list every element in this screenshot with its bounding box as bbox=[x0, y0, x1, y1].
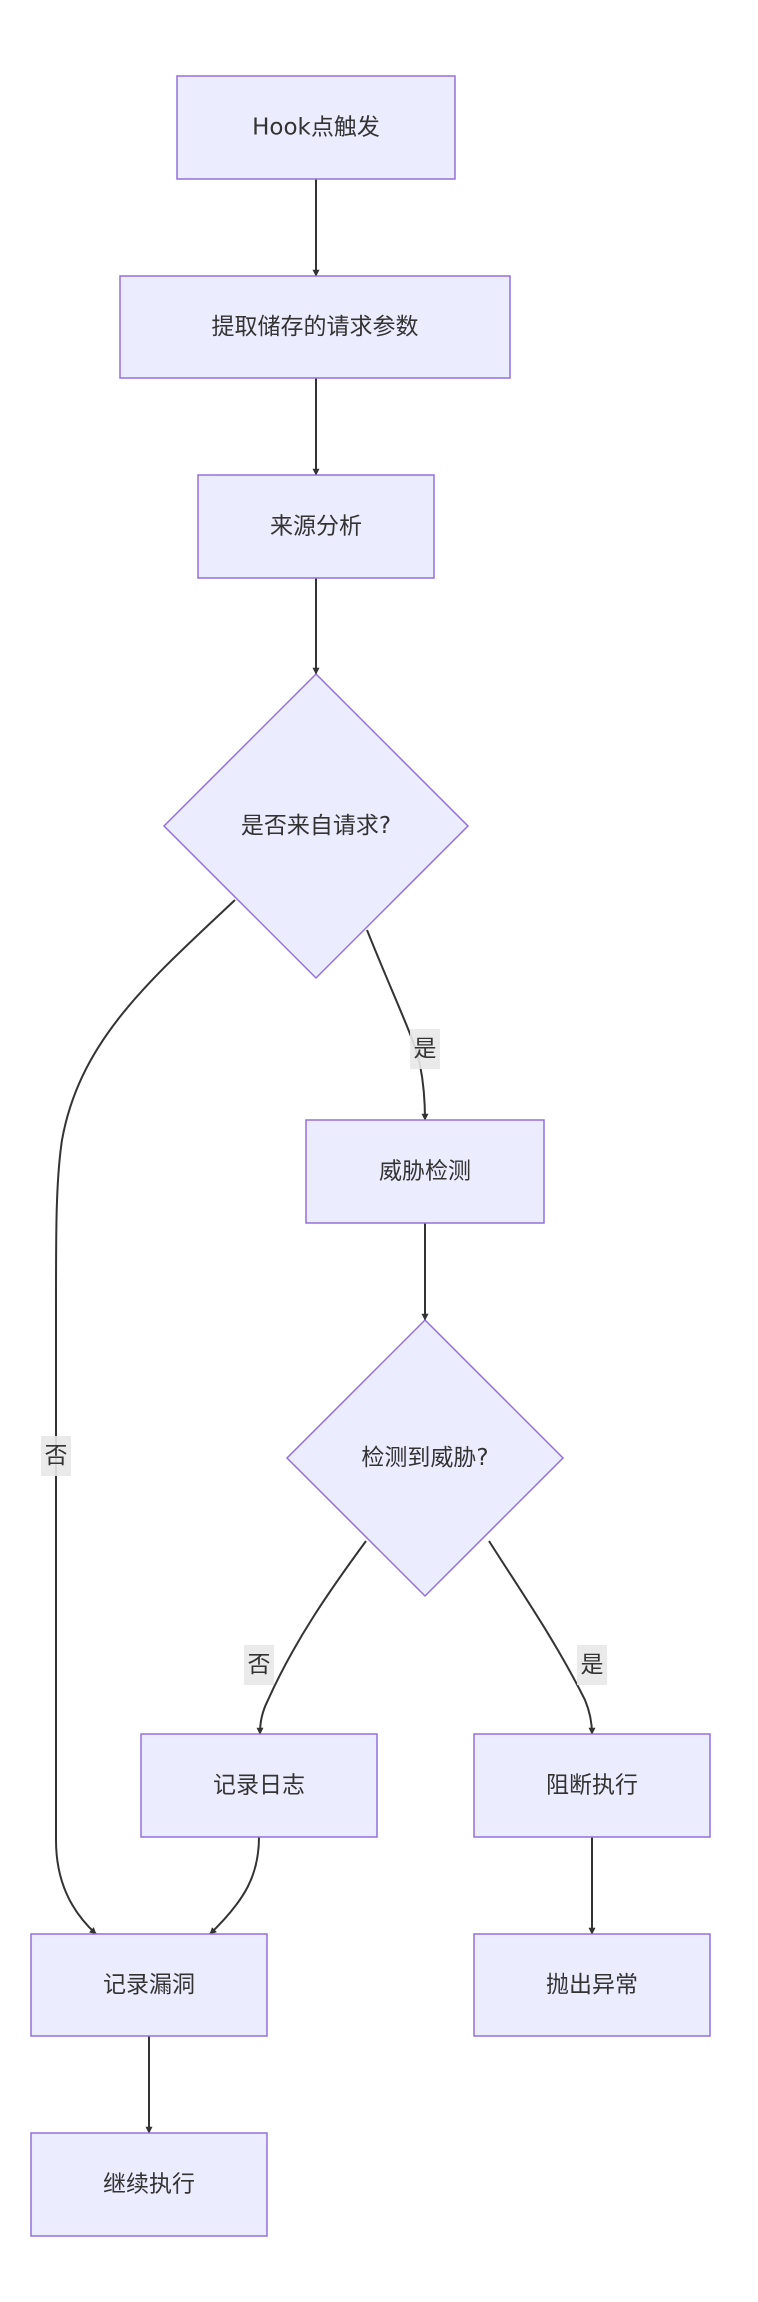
node-label: 威胁检测 bbox=[379, 1159, 471, 1185]
edge-label-background bbox=[41, 1436, 71, 1476]
edge-d-to-e bbox=[366, 929, 429, 1121]
rect-shape bbox=[473, 1733, 711, 1838]
rect-shape bbox=[30, 1933, 268, 2037]
edge-d-to-i bbox=[55, 899, 236, 1935]
process-node-e: 威胁检测 bbox=[305, 1119, 545, 1224]
rect-shape bbox=[119, 275, 511, 379]
edge-label-background bbox=[244, 1645, 274, 1685]
node-label: 检测到威胁? bbox=[361, 1445, 488, 1471]
process-node-k: 继续执行 bbox=[30, 2132, 268, 2237]
process-node-i: 记录漏洞 bbox=[30, 1933, 268, 2037]
diamond-shape bbox=[285, 1318, 565, 1598]
node-label: 记录漏洞 bbox=[103, 1972, 195, 1998]
process-node-c: 来源分析 bbox=[197, 474, 435, 579]
node-label: 继续执行 bbox=[103, 2172, 195, 2198]
decision-node-d: 是否来自请求? bbox=[162, 672, 470, 980]
edge-label: 是 bbox=[577, 1645, 607, 1685]
edge-f-to-g bbox=[256, 1540, 367, 1735]
rect-shape bbox=[197, 474, 435, 579]
edge-label: 是 bbox=[410, 1029, 440, 1069]
rect-shape bbox=[140, 1733, 378, 1838]
node-label: 来源分析 bbox=[270, 514, 362, 540]
edge-labels: 是否否是 bbox=[41, 1029, 607, 1685]
node-label: 提取储存的请求参数 bbox=[212, 314, 419, 340]
edge-label-background bbox=[577, 1645, 607, 1685]
process-node-b: 提取储存的请求参数 bbox=[119, 275, 511, 379]
diamond-shape bbox=[162, 672, 470, 980]
rect-shape bbox=[473, 1933, 711, 2037]
process-node-j: 抛出异常 bbox=[473, 1933, 711, 2037]
process-node-a: Hook点触发 bbox=[176, 75, 456, 180]
process-node-h: 阻断执行 bbox=[473, 1733, 711, 1838]
edge-label: 否 bbox=[41, 1436, 71, 1476]
rect-shape bbox=[176, 75, 456, 180]
process-node-g: 记录日志 bbox=[140, 1733, 378, 1838]
edge-label-text: 否 bbox=[248, 1652, 271, 1678]
node-label: Hook点触发 bbox=[252, 115, 380, 141]
rect-shape bbox=[30, 2132, 268, 2237]
rect-shape bbox=[305, 1119, 545, 1224]
node-label: 记录日志 bbox=[213, 1773, 305, 1799]
node-label: 是否来自请求? bbox=[241, 813, 391, 839]
edge-f-to-h bbox=[488, 1540, 596, 1735]
decision-node-f: 检测到威胁? bbox=[285, 1318, 565, 1598]
edge-label-text: 是 bbox=[581, 1652, 604, 1678]
edges bbox=[55, 179, 596, 2134]
edge-label-text: 是 bbox=[414, 1036, 437, 1062]
node-label: 阻断执行 bbox=[546, 1773, 638, 1799]
node-label: 抛出异常 bbox=[546, 1972, 638, 1998]
edge-label-text: 否 bbox=[45, 1443, 68, 1469]
edge-g-to-i bbox=[209, 1836, 260, 1935]
edge-label-background bbox=[410, 1029, 440, 1069]
edge-label: 否 bbox=[244, 1645, 274, 1685]
